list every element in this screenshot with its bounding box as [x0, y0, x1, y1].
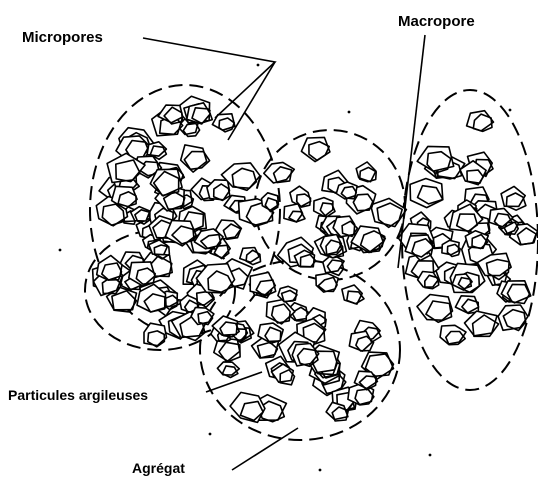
speck-dot: [509, 109, 512, 112]
speck-dot: [257, 64, 260, 67]
clay-particle: [455, 296, 478, 313]
clay-particle: [498, 305, 528, 330]
clay-particle: [240, 248, 259, 263]
label-micropores: Micropores: [22, 30, 103, 45]
speck-dot: [59, 249, 62, 252]
label-agregat: Agrégat: [132, 461, 185, 475]
clay-particle: [301, 137, 330, 161]
clay-particle: [418, 272, 439, 288]
leader-agregat: [232, 428, 298, 470]
speck-dot: [429, 454, 432, 457]
leader-micropores: [228, 62, 275, 140]
clay-particle: [417, 295, 453, 321]
clay-particle: [97, 256, 122, 281]
clay-particle: [284, 204, 303, 222]
speck-dot: [348, 111, 351, 114]
clay-particle: [442, 240, 459, 254]
clay-particle: [217, 362, 239, 375]
speck-dot: [319, 469, 322, 472]
label-particules-argileuses: Particules argileuses: [8, 388, 148, 402]
clay-particle: [258, 323, 283, 341]
clay-particle: [336, 182, 357, 199]
clay-particle: [349, 331, 372, 351]
label-macropore: Macropore: [398, 14, 475, 29]
speck-dot: [209, 433, 212, 436]
